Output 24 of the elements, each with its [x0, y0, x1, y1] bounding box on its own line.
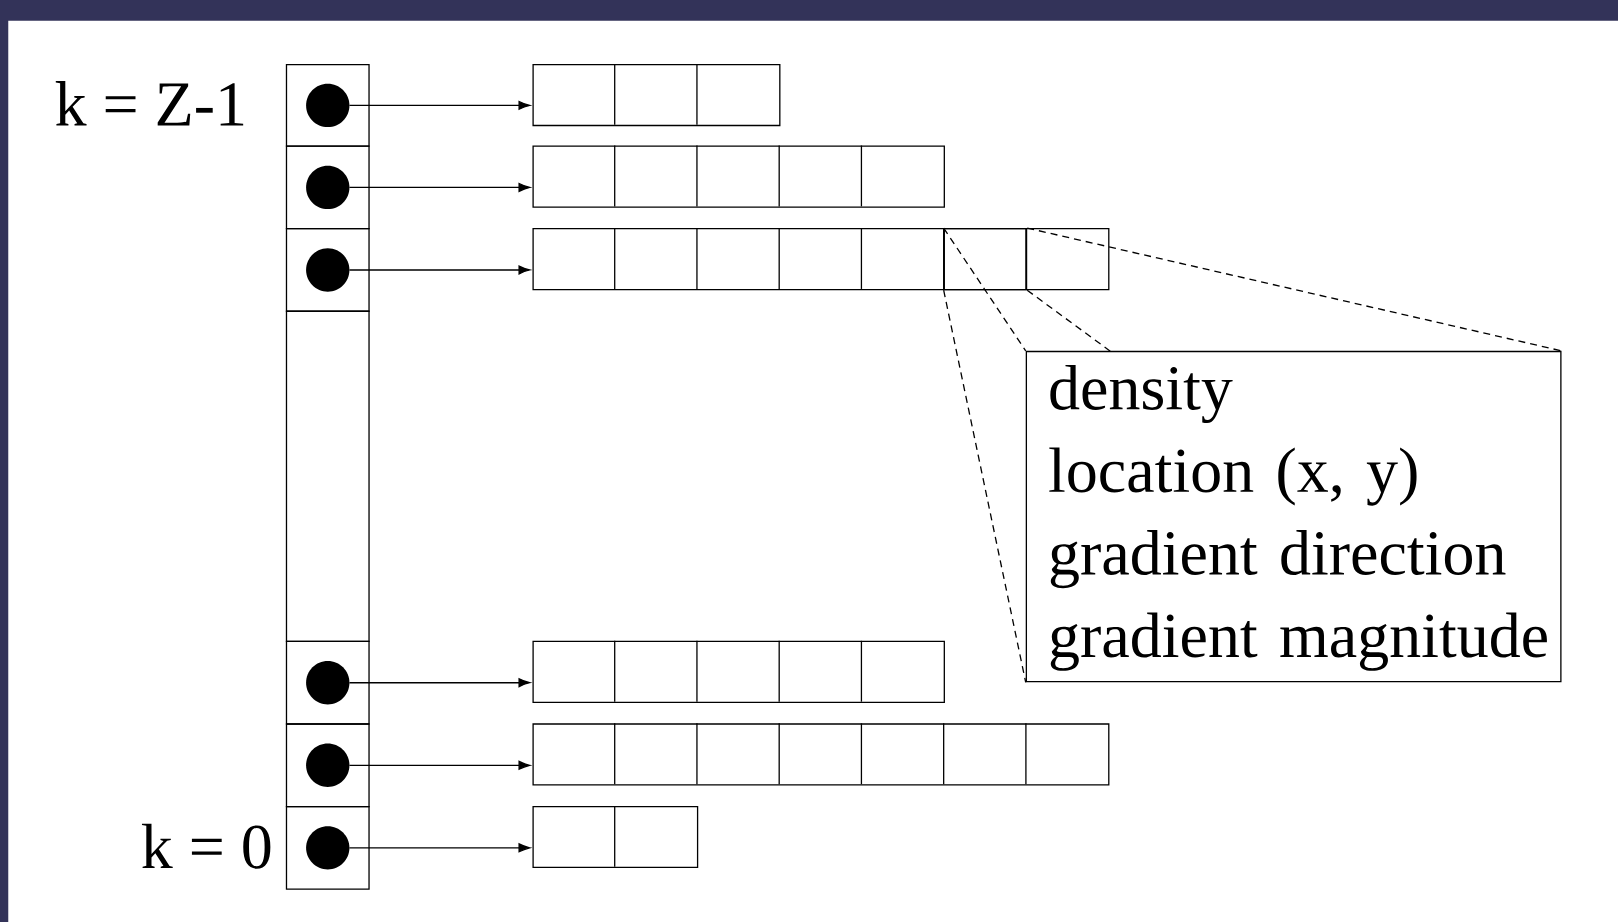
arrow — [348, 760, 531, 770]
arrow — [348, 100, 531, 110]
array-bar — [532, 640, 945, 703]
bucket-cell — [285, 640, 370, 725]
arrow — [348, 678, 531, 688]
array-bar — [532, 144, 945, 208]
array-bar — [532, 805, 699, 869]
highlighted-cell — [943, 228, 1028, 291]
bucket-cell — [285, 723, 370, 808]
array-bar — [532, 227, 1110, 291]
index-label: k = 0 — [141, 823, 271, 869]
bucket-cell — [285, 310, 370, 643]
bucket-cell — [285, 64, 370, 147]
array-bar — [532, 722, 1110, 786]
detail-box: density location (x, y) gradient direction gradient magnitude — [1025, 350, 1562, 683]
arrow — [348, 843, 531, 853]
arrow — [348, 182, 531, 192]
bucket-cell — [285, 145, 370, 230]
bucket-cell — [285, 805, 370, 890]
zoom-line — [943, 289, 1027, 683]
bucket-cell — [285, 228, 370, 312]
array-bar — [532, 63, 781, 127]
index-label: k = Z-1 — [55, 81, 244, 126]
arrow — [348, 265, 531, 275]
